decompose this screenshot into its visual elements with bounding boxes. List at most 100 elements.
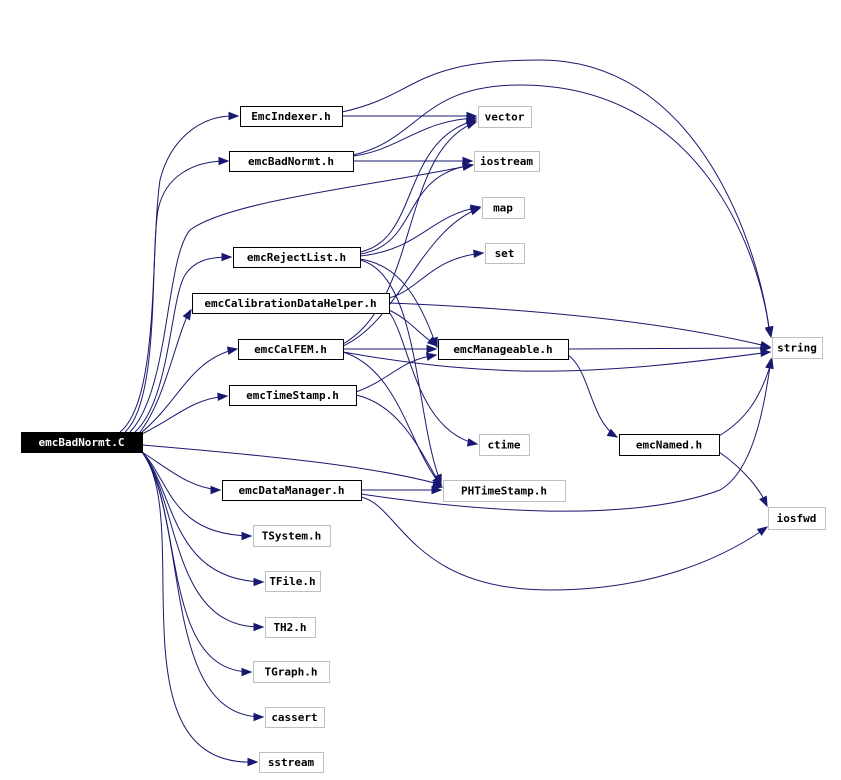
edge-root-to-emcindexer: [119, 111, 240, 433]
node-phtimestamp[interactable]: PHTimeStamp.h: [443, 480, 566, 502]
edge-root-to-calfem: [141, 346, 239, 433]
edge-emcbadnormt-h-to-string: [352, 84, 774, 339]
edge-calibhelper-to-set: [388, 249, 485, 299]
node-box: [233, 247, 361, 268]
arrowhead: [217, 392, 229, 402]
node-cassert[interactable]: cassert: [265, 707, 325, 728]
node-map[interactable]: map: [482, 197, 525, 219]
node-named[interactable]: emcNamed.h: [619, 434, 720, 456]
edge-named-to-string: [718, 357, 774, 437]
node-box: [485, 243, 525, 264]
arrowhead: [427, 336, 439, 347]
node-iosfwd[interactable]: iosfwd: [768, 507, 826, 530]
node-box: [253, 525, 331, 547]
node-label: ctime: [487, 439, 520, 452]
node-box: [222, 480, 362, 501]
node-string[interactable]: string: [772, 337, 823, 359]
node-box: [240, 106, 343, 127]
node-vector[interactable]: vector: [478, 106, 532, 128]
node-box: [259, 752, 324, 773]
node-label: iostream: [480, 155, 533, 168]
node-label: emcCalFEM.h: [254, 343, 327, 356]
node-label: emcTimeStamp.h: [246, 389, 339, 402]
dependency-nodes: emcBadNormt.C EmcIndexer.h emcBadNormt.h em…: [21, 106, 826, 773]
arrowhead: [473, 249, 485, 259]
arrowhead: [764, 326, 774, 339]
node-tsystem[interactable]: TSystem.h: [253, 525, 331, 547]
arrowhead: [756, 526, 769, 536]
node-root[interactable]: emcBadNormt.C: [21, 432, 143, 453]
edge-manageable-to-named: [567, 354, 619, 438]
dependency-edges: [119, 59, 774, 767]
edge-root-to-calibhelper: [139, 308, 192, 433]
edge-root-to-th2: [141, 451, 265, 632]
node-label: PHTimeStamp.h: [461, 485, 547, 498]
node-iostream[interactable]: iostream: [474, 151, 540, 172]
arrowhead: [241, 667, 253, 677]
edge-emcindexer-to-vector: [341, 111, 478, 121]
node-datamanager[interactable]: emcDataManager.h: [222, 480, 362, 501]
edge-root-to-rejectlist: [134, 252, 233, 433]
node-set[interactable]: set: [485, 243, 525, 264]
node-box: [438, 339, 569, 360]
edge-calfem-to-phtimestamp: [342, 351, 442, 488]
node-box: [265, 617, 316, 638]
node-calfem[interactable]: emcCalFEM.h: [238, 339, 344, 360]
arrowhead: [426, 344, 438, 354]
edge-named-to-iosfwd: [718, 451, 768, 508]
edge-calfem-to-map: [342, 207, 482, 347]
node-label: TSystem.h: [262, 530, 322, 543]
edge-datamanager-to-iosfwd: [360, 496, 769, 591]
node-label: map: [493, 202, 513, 215]
node-rejectlist[interactable]: emcRejectList.h: [233, 247, 361, 268]
arrowhead: [226, 346, 239, 355]
arrowhead: [469, 207, 482, 216]
edge-root-to-cassert: [141, 451, 265, 722]
edge-root-to-sstream: [141, 451, 259, 767]
node-tfile[interactable]: TFile.h: [265, 571, 321, 592]
edge-rejectlist-to-iostream: [359, 162, 474, 255]
node-label: TFile.h: [269, 575, 315, 588]
node-label: vector: [485, 111, 525, 124]
node-manageable[interactable]: emcManageable.h: [438, 339, 569, 360]
arrowhead: [253, 712, 265, 722]
node-sstream[interactable]: sstream: [259, 752, 324, 773]
node-emcindexer[interactable]: EmcIndexer.h: [240, 106, 343, 127]
node-box: [253, 661, 330, 683]
arrowhead: [765, 357, 774, 370]
node-label: emcNamed.h: [636, 439, 702, 452]
edge-emcbadnormt-h-to-iostream: [353, 156, 474, 166]
edge-calfem-to-manageable: [343, 344, 438, 354]
node-box: [265, 707, 325, 728]
node-label: emcCalibrationDataHelper.h: [204, 297, 376, 310]
node-label: iosfwd: [777, 512, 817, 525]
arrowhead: [760, 343, 772, 353]
node-ctime[interactable]: ctime: [479, 434, 530, 456]
node-label: sstream: [268, 756, 315, 769]
node-timestamp[interactable]: emcTimeStamp.h: [229, 385, 357, 406]
node-box: [479, 434, 530, 456]
arrowhead: [462, 156, 474, 166]
edge-datamanager-to-phtimestamp: [361, 485, 443, 495]
node-label: set: [495, 247, 515, 260]
node-th2[interactable]: TH2.h: [265, 617, 316, 638]
arrowhead: [431, 485, 443, 495]
node-label: emcBadNormt.C: [38, 436, 124, 449]
node-box: [192, 293, 390, 314]
node-box: [478, 106, 532, 128]
arrowhead: [425, 352, 438, 361]
edge-rejectlist-to-vector: [359, 118, 478, 253]
edge-calibhelper-to-ctime: [388, 311, 479, 447]
node-label: TGraph.h: [265, 666, 318, 679]
arrowhead: [465, 121, 478, 130]
edge-root-to-tfile: [141, 451, 265, 587]
arrowhead: [247, 757, 259, 767]
node-tgraph[interactable]: TGraph.h: [253, 661, 330, 683]
arrowhead: [461, 162, 474, 171]
node-emcbadnormt_h[interactable]: emcBadNormt.h: [229, 151, 354, 172]
arrowhead: [466, 438, 479, 447]
node-calibhelper[interactable]: emcCalibrationDataHelper.h: [192, 293, 390, 314]
edge-root-to-emcbadnormt-h: [124, 156, 230, 433]
edge-root-to-timestamp: [141, 392, 229, 435]
